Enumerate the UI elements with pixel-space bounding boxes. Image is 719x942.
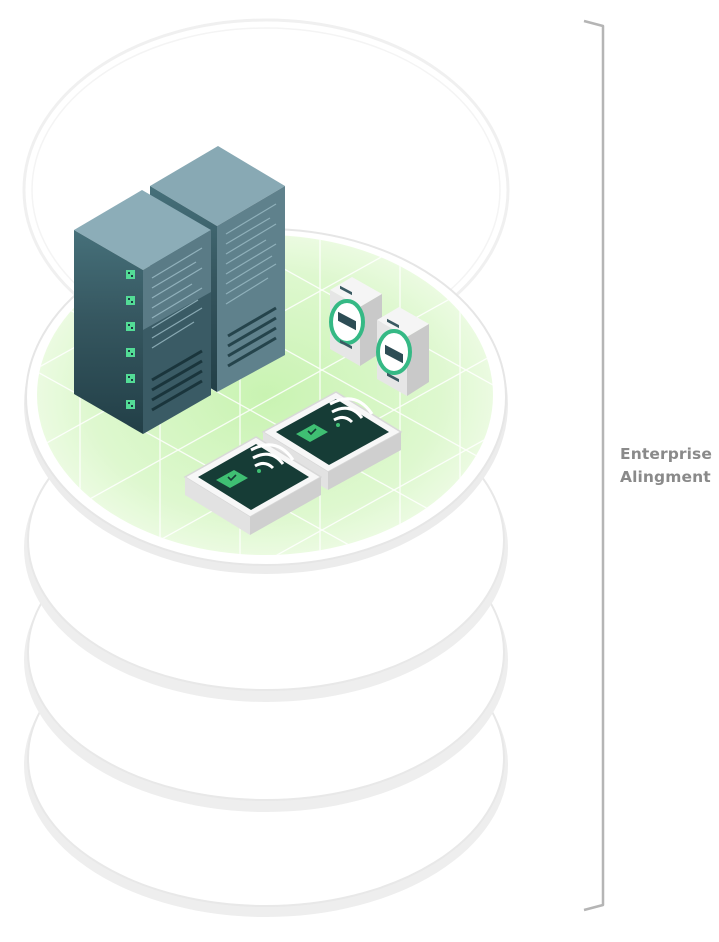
wireless-hub-2 bbox=[183, 436, 323, 535]
rack-status-leds bbox=[126, 270, 135, 409]
label-line-1: Enterprise bbox=[620, 445, 712, 463]
enterprise-alignment-label: Enterprise Alingment bbox=[620, 443, 719, 489]
server-rack-icon bbox=[74, 146, 285, 434]
smart-meter-2 bbox=[376, 307, 429, 396]
wireless-hub-icon bbox=[183, 391, 403, 535]
label-line-2: Alingment bbox=[620, 468, 711, 486]
smart-meter-icon bbox=[329, 277, 429, 396]
smart-meter-1 bbox=[329, 277, 382, 366]
range-bracket bbox=[583, 19, 605, 912]
wireless-hub-1 bbox=[261, 391, 403, 490]
